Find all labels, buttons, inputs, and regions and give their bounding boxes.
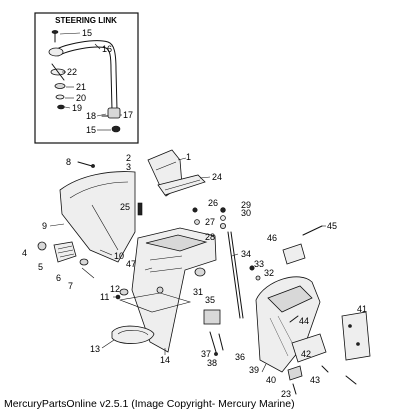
inset-callout: 16 [102, 44, 112, 54]
inset-callout: 19 [72, 103, 82, 113]
callout-40: 40 [266, 375, 276, 385]
inset-callout: 15 [82, 28, 92, 38]
part-44-bolt [289, 315, 299, 323]
callout-39: 39 [249, 365, 259, 375]
part-23-screw-left [292, 383, 297, 395]
callout-4: 4 [22, 248, 27, 258]
inset-hardware-stack [50, 30, 66, 110]
callout-26: 26 [208, 198, 218, 208]
part-43-screw [321, 365, 329, 373]
callout-labels: 1 2 3 4 5 6 7 8 9 10 11 12 13 14 15 16 1… [22, 152, 367, 399]
callout-42: 42 [301, 349, 311, 359]
part-10-leader [99, 249, 113, 256]
callout-36: 36 [235, 352, 245, 362]
callout-8: 8 [66, 157, 71, 167]
callout-43: 43 [310, 375, 320, 385]
part-40-clip [287, 365, 303, 381]
inset-callout: 21 [76, 82, 86, 92]
steering-link-inset: STEERING LINK [34, 12, 139, 144]
inset-clamp [101, 107, 121, 133]
callout-35: 35 [205, 295, 215, 305]
part-42-plate [291, 333, 327, 363]
part-33-nut [249, 265, 255, 271]
inset-callout: 20 [76, 93, 86, 103]
callout-13: 13 [90, 344, 100, 354]
callout-37: 37 [201, 349, 211, 359]
callout-7: 7 [68, 281, 73, 291]
part-24-flange [157, 174, 211, 196]
callout-9: 9 [42, 221, 47, 231]
part-47-leader [144, 267, 153, 271]
callout-3: 3 [126, 162, 131, 172]
callout-44: 44 [299, 316, 309, 326]
callout-28: 28 [205, 232, 215, 242]
callout-45: 45 [327, 221, 337, 231]
parts-37-38-screws [209, 331, 224, 356]
steering-link-rod [48, 40, 118, 111]
callout-38: 38 [207, 358, 217, 368]
callout-6: 6 [56, 273, 61, 283]
callout-11: 11 [100, 292, 109, 302]
inset-callout: 15 [86, 125, 96, 135]
callout-46: 46 [267, 233, 277, 243]
callout-2: 2 [126, 153, 131, 163]
part-8-screw [77, 161, 95, 168]
callout-32: 32 [264, 268, 274, 278]
parts-4-5-6-fitting [37, 241, 95, 279]
part-23-screw-right [345, 375, 357, 385]
callout-14: 14 [160, 355, 170, 365]
copyright-footer: MercuryPartsOnline v2.5.1 (Image Copyrig… [4, 398, 295, 410]
inset-title: STEERING LINK [55, 16, 117, 25]
part-45-screw [302, 225, 326, 236]
part-9-cowl [49, 171, 136, 263]
callout-47: 47 [126, 259, 136, 269]
part-46-grommet [282, 243, 306, 265]
inset-callout: 22 [67, 67, 77, 77]
callout-34: 34 [241, 249, 251, 259]
part-41-plate [341, 311, 371, 361]
part-31-bushing [194, 267, 206, 277]
part-25-pin [137, 202, 143, 216]
inset-callout: 18 [86, 111, 96, 121]
callout-30: 30 [241, 208, 251, 218]
callout-31: 31 [193, 287, 203, 297]
callout-24: 24 [212, 172, 222, 182]
part-34-shift-rod [227, 231, 244, 319]
callout-12: 12 [110, 284, 120, 294]
callout-27: 27 [205, 217, 215, 227]
callout-41: 41 [357, 304, 367, 314]
callout-33: 33 [254, 259, 264, 269]
part-14-housing [118, 227, 217, 355]
part-35-block [203, 309, 221, 325]
part-32-washer [255, 275, 261, 281]
callout-1: 1 [186, 152, 191, 162]
callout-10: 10 [114, 251, 124, 261]
exploded-view-artwork [37, 149, 371, 395]
parts-11-12-fittings [113, 288, 129, 300]
callout-23: 23 [281, 389, 291, 399]
inset-callout: 17 [123, 110, 133, 120]
inset-frame [34, 12, 139, 144]
callout-5: 5 [38, 262, 43, 272]
part-13-seal [101, 325, 155, 349]
callout-25: 25 [120, 202, 130, 212]
callout-29: 29 [241, 200, 251, 210]
